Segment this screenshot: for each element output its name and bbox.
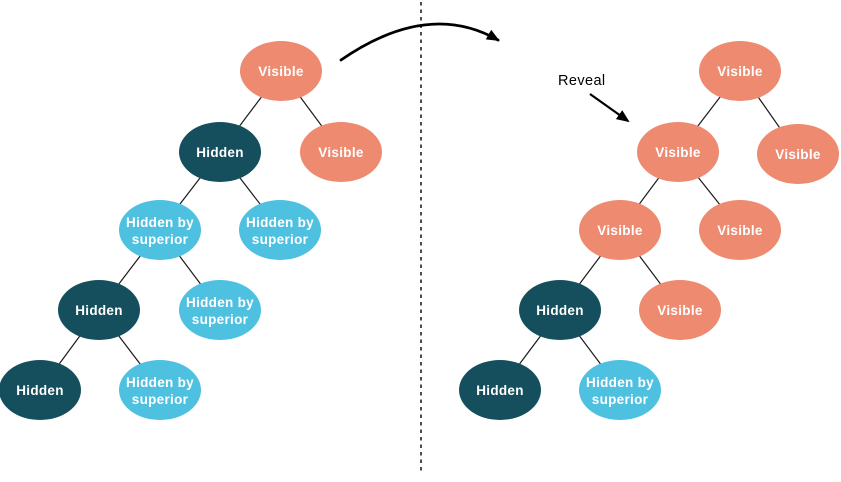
node-ellipse [300, 122, 382, 182]
node-label: Hidden [75, 303, 123, 318]
node-ellipse [639, 280, 721, 340]
node-ellipse [459, 360, 541, 420]
node-ellipse [239, 200, 321, 260]
node-ellipse [579, 360, 661, 420]
node-ellipse [637, 122, 719, 182]
tree-node-hidden: Hidden [0, 360, 81, 420]
node-ellipse [240, 41, 322, 101]
tree-node-visible: Visible [300, 122, 382, 182]
node-label: Hidden [476, 383, 524, 398]
node-ellipse [757, 124, 839, 184]
node-label: Visible [655, 145, 701, 160]
node-label: Visible [717, 223, 763, 238]
tree-node-visible: Visible [699, 41, 781, 101]
node-ellipse [179, 280, 261, 340]
node-label: Visible [657, 303, 703, 318]
tree-node-visible: Visible [579, 200, 661, 260]
node-label: Visible [318, 145, 364, 160]
node-label: Hidden [536, 303, 584, 318]
tree-node-visible: Visible [637, 122, 719, 182]
tree-node-hidden: Hidden [179, 122, 261, 182]
tree-node-visible: Visible [757, 124, 839, 184]
node-ellipse [579, 200, 661, 260]
reveal-label: Reveal [558, 73, 606, 89]
node-ellipse [519, 280, 601, 340]
node-label: Visible [258, 64, 304, 79]
node-ellipse [699, 41, 781, 101]
node-label: Visible [717, 64, 763, 79]
tree-node-visible: Visible [639, 280, 721, 340]
node-ellipse [58, 280, 140, 340]
tree-node-hidden: Hidden [459, 360, 541, 420]
node-ellipse [119, 360, 201, 420]
node-label: Hidden [196, 145, 244, 160]
tree-node-visible: Visible [699, 200, 781, 260]
transform-arrow [339, 22, 500, 62]
node-ellipse [0, 360, 81, 420]
reveal-arrow [589, 93, 630, 123]
tree-node-hidden: Hidden [519, 280, 601, 340]
node-ellipse [179, 122, 261, 182]
tree-node-visible: Visible [240, 41, 322, 101]
tree-node-hidden: Hidden [58, 280, 140, 340]
node-label: Visible [775, 147, 821, 162]
node-ellipse [699, 200, 781, 260]
node-label: Visible [597, 223, 643, 238]
node-ellipse [119, 200, 201, 260]
node-label: Hidden [16, 383, 64, 398]
